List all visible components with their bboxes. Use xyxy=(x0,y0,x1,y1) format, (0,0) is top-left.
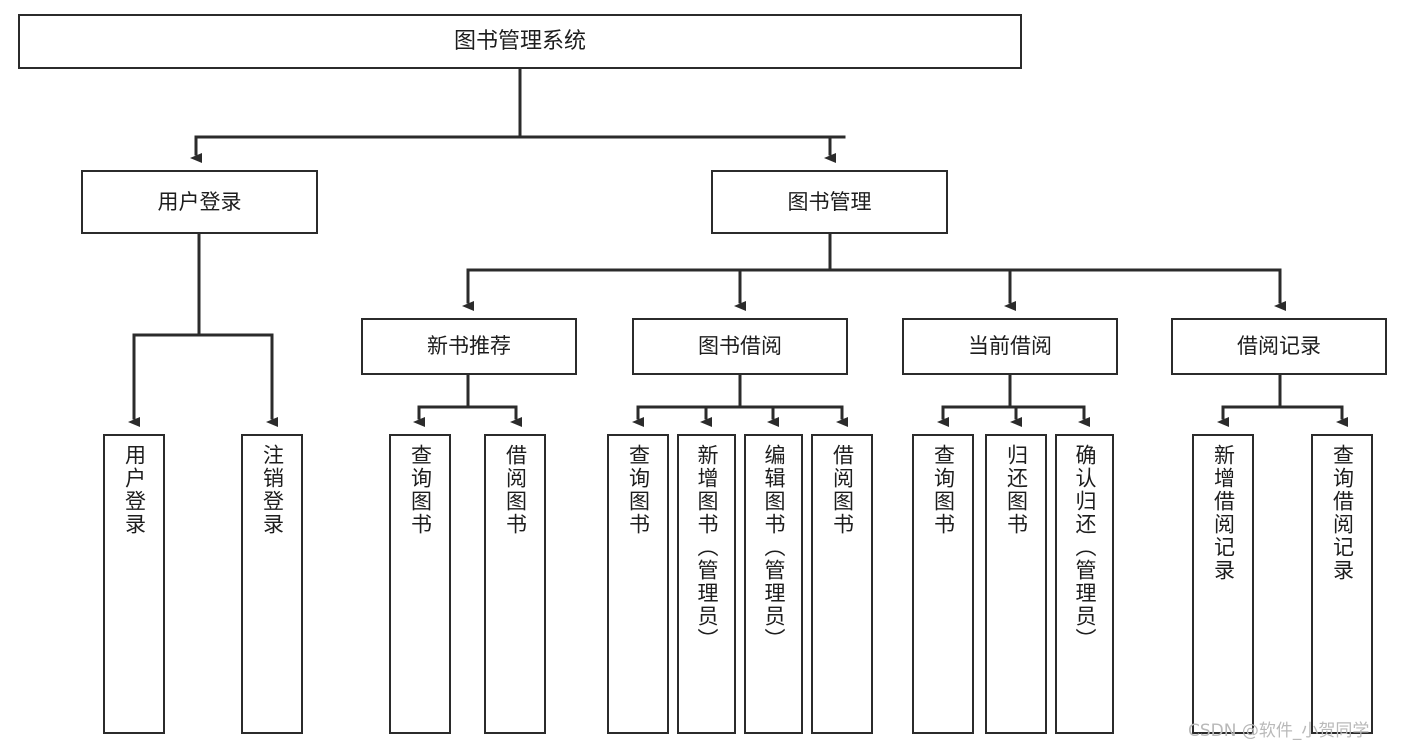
node-label: 新增图书（管理员） xyxy=(695,444,719,651)
node-label: 当前借阅 xyxy=(968,334,1052,359)
node-label: 查询图书 xyxy=(931,444,956,536)
node-new-book-recommend[interactable]: 新书推荐 xyxy=(361,318,577,375)
leaf-current-confirm-return[interactable]: 确认归还（管理员） xyxy=(1055,434,1114,734)
node-label: 借阅图书 xyxy=(830,444,855,536)
node-label: 归还图书 xyxy=(1004,444,1029,536)
leaf-user-login[interactable]: 用户登录 xyxy=(103,434,165,734)
node-label: 用户登录 xyxy=(157,189,242,214)
node-borrow-record[interactable]: 借阅记录 xyxy=(1171,318,1387,375)
node-current-borrow[interactable]: 当前借阅 xyxy=(902,318,1118,375)
node-label: 确认归还（管理员） xyxy=(1073,444,1097,651)
leaf-borrow-edit-book[interactable]: 编辑图书（管理员） xyxy=(744,434,803,734)
node-label: 新增借阅记录 xyxy=(1211,444,1236,582)
node-label: 查询图书 xyxy=(408,444,433,536)
leaf-borrow-query-book[interactable]: 查询图书 xyxy=(607,434,669,734)
node-book-management-system[interactable]: 图书管理系统 xyxy=(18,14,1022,69)
node-label: 图书借阅 xyxy=(698,334,782,359)
leaf-user-logout[interactable]: 注销登录 xyxy=(241,434,303,734)
leaf-current-return-book[interactable]: 归还图书 xyxy=(985,434,1047,734)
leaf-borrow-add-book[interactable]: 新增图书（管理员） xyxy=(677,434,736,734)
leaf-record-add-record[interactable]: 新增借阅记录 xyxy=(1192,434,1254,734)
node-label: 查询借阅记录 xyxy=(1330,444,1355,582)
node-label: 用户登录 xyxy=(122,444,147,536)
node-label: 新书推荐 xyxy=(427,334,511,359)
csdn-watermark: CSDN @软件_小贺同学 xyxy=(1188,721,1370,741)
node-label: 借阅图书 xyxy=(503,444,528,536)
node-label: 注销登录 xyxy=(260,444,285,536)
leaf-recommend-query-book[interactable]: 查询图书 xyxy=(389,434,451,734)
node-label: 编辑图书（管理员） xyxy=(762,444,786,651)
node-label: 查询图书 xyxy=(626,444,651,536)
leaf-borrow-borrow-book[interactable]: 借阅图书 xyxy=(811,434,873,734)
node-user-login[interactable]: 用户登录 xyxy=(81,170,318,234)
node-label: 图书管理 xyxy=(787,189,872,214)
node-book-borrow[interactable]: 图书借阅 xyxy=(632,318,848,375)
node-label: 图书管理系统 xyxy=(453,28,586,54)
leaf-current-query-book[interactable]: 查询图书 xyxy=(912,434,974,734)
leaf-recommend-borrow-book[interactable]: 借阅图书 xyxy=(484,434,546,734)
node-book-manage[interactable]: 图书管理 xyxy=(711,170,948,234)
leaf-record-query-record[interactable]: 查询借阅记录 xyxy=(1311,434,1373,734)
node-label: 借阅记录 xyxy=(1237,334,1321,359)
